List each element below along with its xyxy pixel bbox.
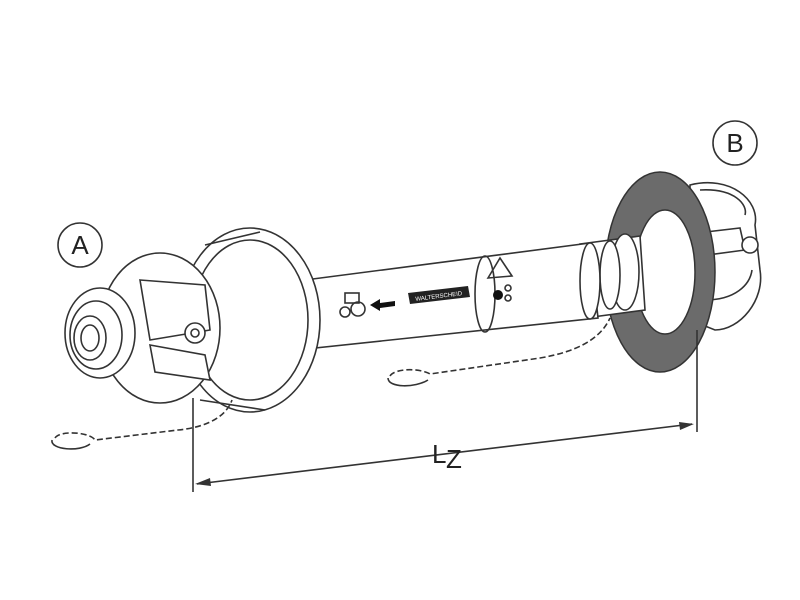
svg-text:Z: Z — [446, 444, 462, 474]
decals: WALTERSCHEID — [339, 256, 514, 318]
guard-cone-b — [604, 171, 716, 373]
label-b: B — [712, 120, 758, 166]
safety-chain-b — [387, 317, 611, 387]
tractor-icon — [339, 292, 366, 318]
yoke-a — [64, 227, 321, 413]
safety-chain-a — [51, 399, 233, 450]
dimension-lz: L Z — [192, 330, 698, 492]
svg-text:L: L — [432, 439, 446, 469]
svg-text:WALTERSCHEID: WALTERSCHEID — [415, 291, 463, 303]
svg-text:B: B — [726, 128, 743, 158]
hazard-icon — [493, 284, 512, 302]
label-a: A — [57, 222, 103, 268]
warning-triangle-icon — [486, 256, 514, 279]
direction-arrow-icon — [370, 299, 395, 311]
svg-text:A: A — [71, 230, 89, 260]
brand-logo: WALTERSCHEID — [408, 286, 470, 304]
